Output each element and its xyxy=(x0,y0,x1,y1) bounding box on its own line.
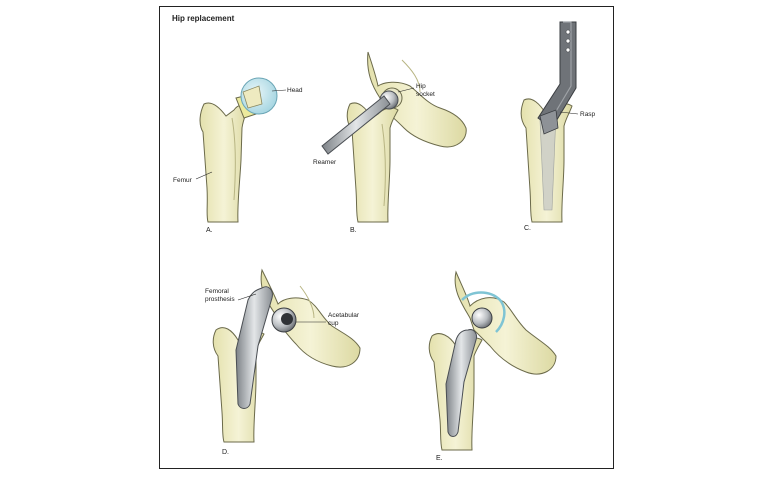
diagram-title: Hip replacement xyxy=(172,14,235,23)
reamer-label: Reamer xyxy=(313,159,337,166)
panel-e: E. xyxy=(428,270,557,462)
acetabular-cup-label-line2: cup xyxy=(328,320,339,327)
hip-implant-stem xyxy=(445,329,477,437)
panel-b: Hip socket Reamer B. xyxy=(313,51,467,234)
femoral-prosthesis-label-line1: Femoral xyxy=(205,288,229,295)
rasp-handle xyxy=(537,21,577,129)
panel-d-letter: D. xyxy=(222,449,229,456)
acetabular-cup-label-line1: Acetabular xyxy=(328,312,360,319)
panel-a-letter: A. xyxy=(206,227,213,234)
femur-label: Femur xyxy=(173,177,193,184)
panel-c-letter: C. xyxy=(524,225,531,232)
pelvis-bone xyxy=(454,270,557,375)
femoral-prosthesis xyxy=(235,286,273,409)
femoral-prosthesis-label-line2: prosthesis xyxy=(205,296,235,303)
hip-socket-label-line2: socket xyxy=(416,91,435,98)
rasp-label: Rasp xyxy=(580,111,596,118)
reamer-shaft xyxy=(321,95,391,155)
panel-b-letter: B. xyxy=(350,227,357,234)
head-label: Head xyxy=(287,87,303,94)
panel-a: Head Femur A. xyxy=(173,77,303,234)
hip-socket-label-line1: Hip xyxy=(416,83,426,90)
panel-e-letter: E. xyxy=(436,455,443,462)
panel-c: Rasp C. xyxy=(520,21,596,232)
hip-implant-ball xyxy=(471,307,493,329)
femur-bone xyxy=(199,102,249,223)
panel-d: Femoral prosthesis Acetabular cup D. xyxy=(205,268,361,456)
